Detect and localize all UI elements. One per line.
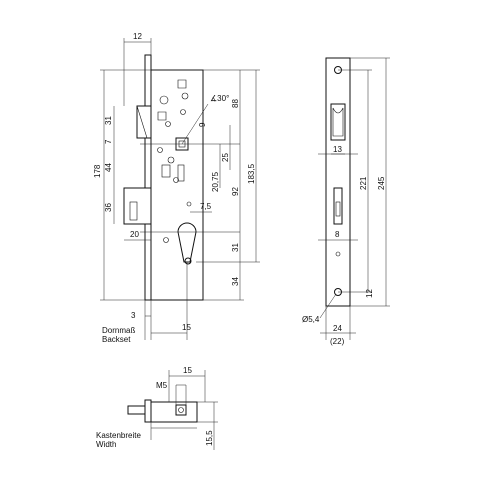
dead-bolt (123, 187, 152, 225)
dim-88: 88 (231, 99, 240, 108)
dim-12-right: 12 (365, 289, 374, 298)
dim-15-5: 15,5 (205, 430, 214, 446)
cylinder-cutout (177, 222, 197, 263)
dim-13: 13 (333, 145, 342, 154)
forend-plate (144, 54, 152, 301)
forend-strip (325, 57, 351, 307)
dim-31-left: 31 (104, 116, 113, 125)
dim-183-5: 183,5 (247, 163, 256, 184)
dim-12-top: 12 (133, 32, 142, 41)
dim-m5: M5 (156, 381, 168, 390)
case-top-view: 15 M5 15,5 Kastenbreite Width (96, 366, 218, 450)
dim-31-right: 31 (231, 243, 240, 252)
dim-24: 24 (333, 324, 342, 333)
dim-25: 25 (221, 153, 230, 162)
forend-side-view: 13 8 221 245 12 Ø5,4 24 (22) (302, 57, 390, 346)
dim-15-bottom: 15 (183, 366, 192, 375)
dim-44: 44 (104, 163, 113, 172)
width-label-en: Width (96, 440, 116, 449)
dim-245: 245 (377, 176, 386, 190)
width-label-de: Kastenbreite (96, 431, 141, 440)
backset-label-de: Dornmaß (102, 326, 135, 335)
angle-30: ∡30° (210, 94, 229, 103)
dim-phi-5-4: Ø5,4 (302, 315, 320, 324)
dim-178: 178 (93, 164, 102, 178)
dim-221: 221 (359, 176, 368, 190)
latch-bolt (136, 105, 152, 139)
case-body-top (150, 401, 198, 423)
dim-7: 7 (104, 139, 113, 144)
lock-body (150, 69, 204, 301)
dim-22: (22) (330, 337, 345, 346)
lock-case-front-view (123, 54, 240, 301)
dim-36: 36 (104, 203, 113, 212)
bolt-opening (333, 187, 343, 225)
backset-label-en: Backset (102, 335, 131, 344)
dim-15: 15 (182, 323, 191, 332)
dim-20-75: 20,75 (211, 171, 220, 192)
dim-92: 92 (231, 187, 240, 196)
dim-3: 3 (131, 311, 136, 320)
latch-opening (330, 103, 346, 141)
dim-9: 9 (198, 122, 207, 127)
dim-34: 34 (231, 277, 240, 286)
dim-8: 8 (335, 230, 340, 239)
dim-20: 20 (130, 230, 139, 239)
dim-7-5: 7,5 (200, 202, 212, 211)
front-view-dimensions: 12 31 7 44 36 178 20 3 15 Dornmaß Backse… (93, 32, 260, 344)
